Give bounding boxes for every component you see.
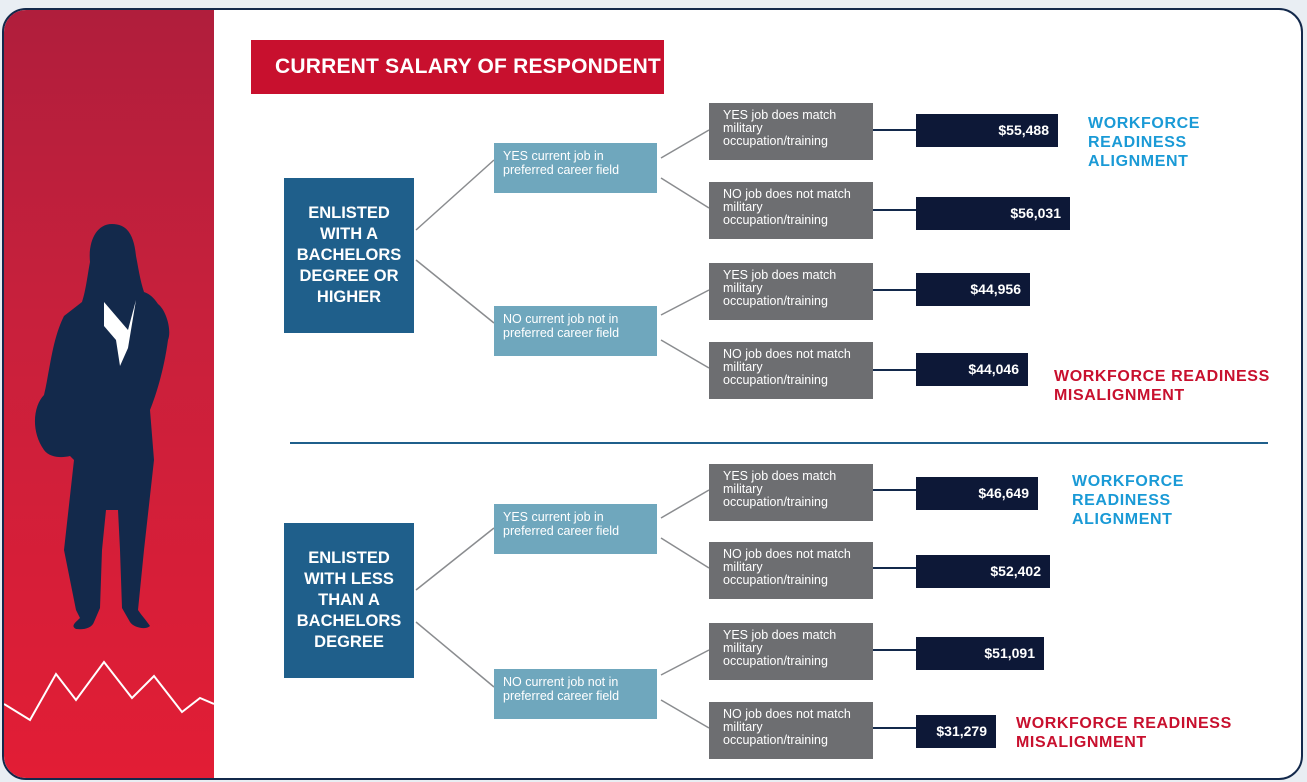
match-yes-box: YES job does match military occupation/t… xyxy=(709,623,873,680)
salary-value: $56,031 xyxy=(916,197,1070,230)
root-less-than-bachelors: ENLISTED WITH LESS THAN A BACHELORS DEGR… xyxy=(284,523,414,678)
match-yes-box: YES job does match military occupation/t… xyxy=(709,103,873,160)
misalignment-note: WORKFORCE READINESS MISALIGNMENT xyxy=(1016,715,1232,751)
salary-value: $55,488 xyxy=(916,114,1058,147)
match-no-box: NO job does not match military occupatio… xyxy=(709,542,873,599)
zigzag-line-icon xyxy=(4,660,214,722)
match-no-box: NO job does not match military occupatio… xyxy=(709,342,873,399)
collar-shape xyxy=(104,300,136,366)
misalignment-note: WORKFORCE READINESS MISALIGNMENT xyxy=(1054,368,1270,404)
infographic-card: CURRENT SALARY OF RESPONDENT xyxy=(2,8,1303,780)
side-panel xyxy=(4,10,214,778)
salary-value: $51,091 xyxy=(916,637,1044,670)
page-title: CURRENT SALARY OF RESPONDENT xyxy=(251,40,664,94)
alignment-note: WORKFORCE READINESS ALIGNMENT xyxy=(1088,115,1201,170)
section-divider xyxy=(290,442,1268,444)
woman-silhouette-icon xyxy=(34,224,170,630)
root-bachelors-or-higher: ENLISTED WITH A BACHELORS DEGREE OR HIGH… xyxy=(284,178,414,333)
match-yes-box: YES job does match military occupation/t… xyxy=(709,464,873,521)
career-field-yes-box: YES current job in preferred career fiel… xyxy=(494,143,657,193)
match-yes-box: YES job does match military occupation/t… xyxy=(709,263,873,320)
salary-value: $31,279 xyxy=(916,715,996,748)
match-no-box: NO job does not match military occupatio… xyxy=(709,182,873,239)
career-field-no-box: NO current job not in preferred career f… xyxy=(494,306,657,356)
career-field-yes-box: YES current job in preferred career fiel… xyxy=(494,504,657,554)
tree-connectors xyxy=(415,129,916,729)
salary-value: $44,956 xyxy=(916,273,1030,306)
alignment-note: WORKFORCE READINESS ALIGNMENT xyxy=(1072,473,1185,528)
salary-value: $52,402 xyxy=(916,555,1050,588)
salary-value: $46,649 xyxy=(916,477,1038,510)
salary-value: $44,046 xyxy=(916,353,1028,386)
career-field-no-box: NO current job not in preferred career f… xyxy=(494,669,657,719)
match-no-box: NO job does not match military occupatio… xyxy=(709,702,873,759)
